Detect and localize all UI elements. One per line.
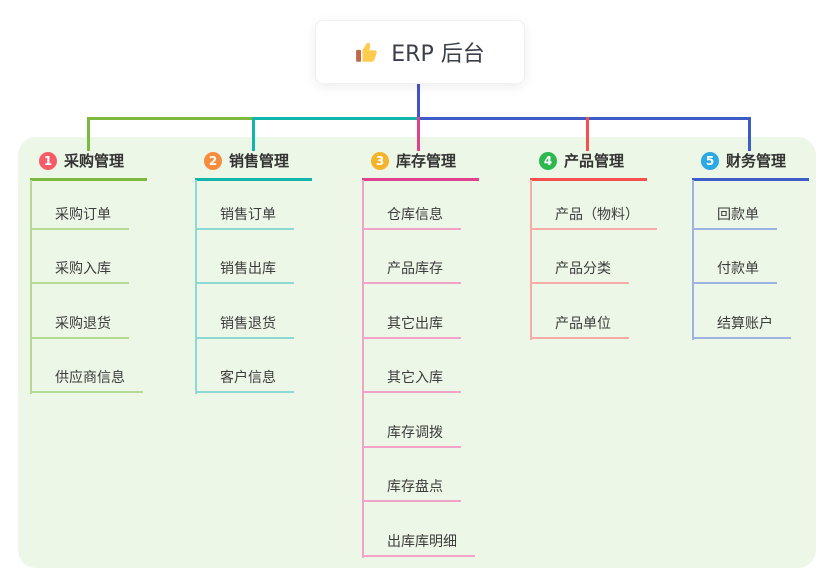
node-stock-count[interactable]: 库存盘点 [362,474,461,502]
node-sales-return[interactable]: 销售退货 [195,311,294,339]
branches-panel [18,137,816,568]
node-sales-outbound[interactable]: 销售出库 [195,256,294,284]
branch-header-inventory[interactable]: 3 库存管理 [362,146,479,181]
branch-inventory: 3 库存管理 仓库信息 产品库存 其它出库 其它入库 库存调拨 库存盘点 出库库… [362,146,479,558]
branch-badge: 4 [539,151,557,170]
node-outbound-detail[interactable]: 出库库明细 [362,529,475,557]
branch-header-product[interactable]: 4 产品管理 [530,146,647,181]
node-product-stock[interactable]: 产品库存 [362,256,461,284]
connector-drop-purchase [87,117,90,151]
node-other-inbound[interactable]: 其它入库 [362,365,461,393]
connector-horizontal-mid [252,117,418,120]
branch-badge: 2 [204,151,222,170]
connector-drop-sales [252,117,255,151]
branch-stem [530,180,532,340]
branch-label: 采购管理 [64,152,125,170]
connector-drop-product [586,117,589,151]
connector-drop-inventory [417,117,420,151]
branch-header-purchase[interactable]: 1 采购管理 [30,146,147,181]
branch-badge: 1 [39,151,57,170]
branch-label: 销售管理 [229,152,290,170]
thumbs-up-icon [355,39,381,65]
connector-root-stem [417,81,420,118]
root-title: ERP 后台 [391,42,485,67]
node-settlement-account[interactable]: 结算账户 [692,311,791,339]
node-stock-transfer[interactable]: 库存调拨 [362,420,461,448]
branch-badge: 3 [371,151,389,170]
branch-label: 产品管理 [564,152,625,170]
node-product-unit[interactable]: 产品单位 [530,311,629,339]
node-customer-info[interactable]: 客户信息 [195,365,294,393]
branch-stem [362,180,364,558]
branch-sales: 2 销售管理 销售订单 销售出库 销售退货 客户信息 [195,146,312,394]
connector-horizontal-right [417,117,751,120]
node-receipt-doc[interactable]: 回款单 [692,202,777,230]
node-supplier-info[interactable]: 供应商信息 [30,365,143,393]
branch-product: 4 产品管理 产品（物料） 产品分类 产品单位 [530,146,657,340]
node-sales-order[interactable]: 销售订单 [195,202,294,230]
branch-label: 库存管理 [396,152,457,170]
root-node[interactable]: ERP 后台 [315,20,525,84]
branch-label: 财务管理 [726,152,787,170]
node-purchase-return[interactable]: 采购退货 [30,311,129,339]
connector-horizontal-left [87,117,253,120]
branch-header-finance[interactable]: 5 财务管理 [692,146,809,181]
branch-finance: 5 财务管理 回款单 付款单 结算账户 [692,146,809,340]
branch-header-sales[interactable]: 2 销售管理 [195,146,312,181]
connector-drop-finance [748,117,751,151]
branch-stem [692,180,694,340]
node-warehouse-info[interactable]: 仓库信息 [362,202,461,230]
branch-stem [30,180,32,394]
node-other-outbound[interactable]: 其它出库 [362,311,461,339]
branch-purchase: 1 采购管理 采购订单 采购入库 采购退货 供应商信息 [30,146,147,394]
node-product-category[interactable]: 产品分类 [530,256,629,284]
branch-badge: 5 [701,151,719,170]
node-purchase-order[interactable]: 采购订单 [30,202,129,230]
node-payment-doc[interactable]: 付款单 [692,256,777,284]
node-purchase-inbound[interactable]: 采购入库 [30,256,129,284]
node-product-material[interactable]: 产品（物料） [530,202,657,230]
branch-stem [195,180,197,394]
